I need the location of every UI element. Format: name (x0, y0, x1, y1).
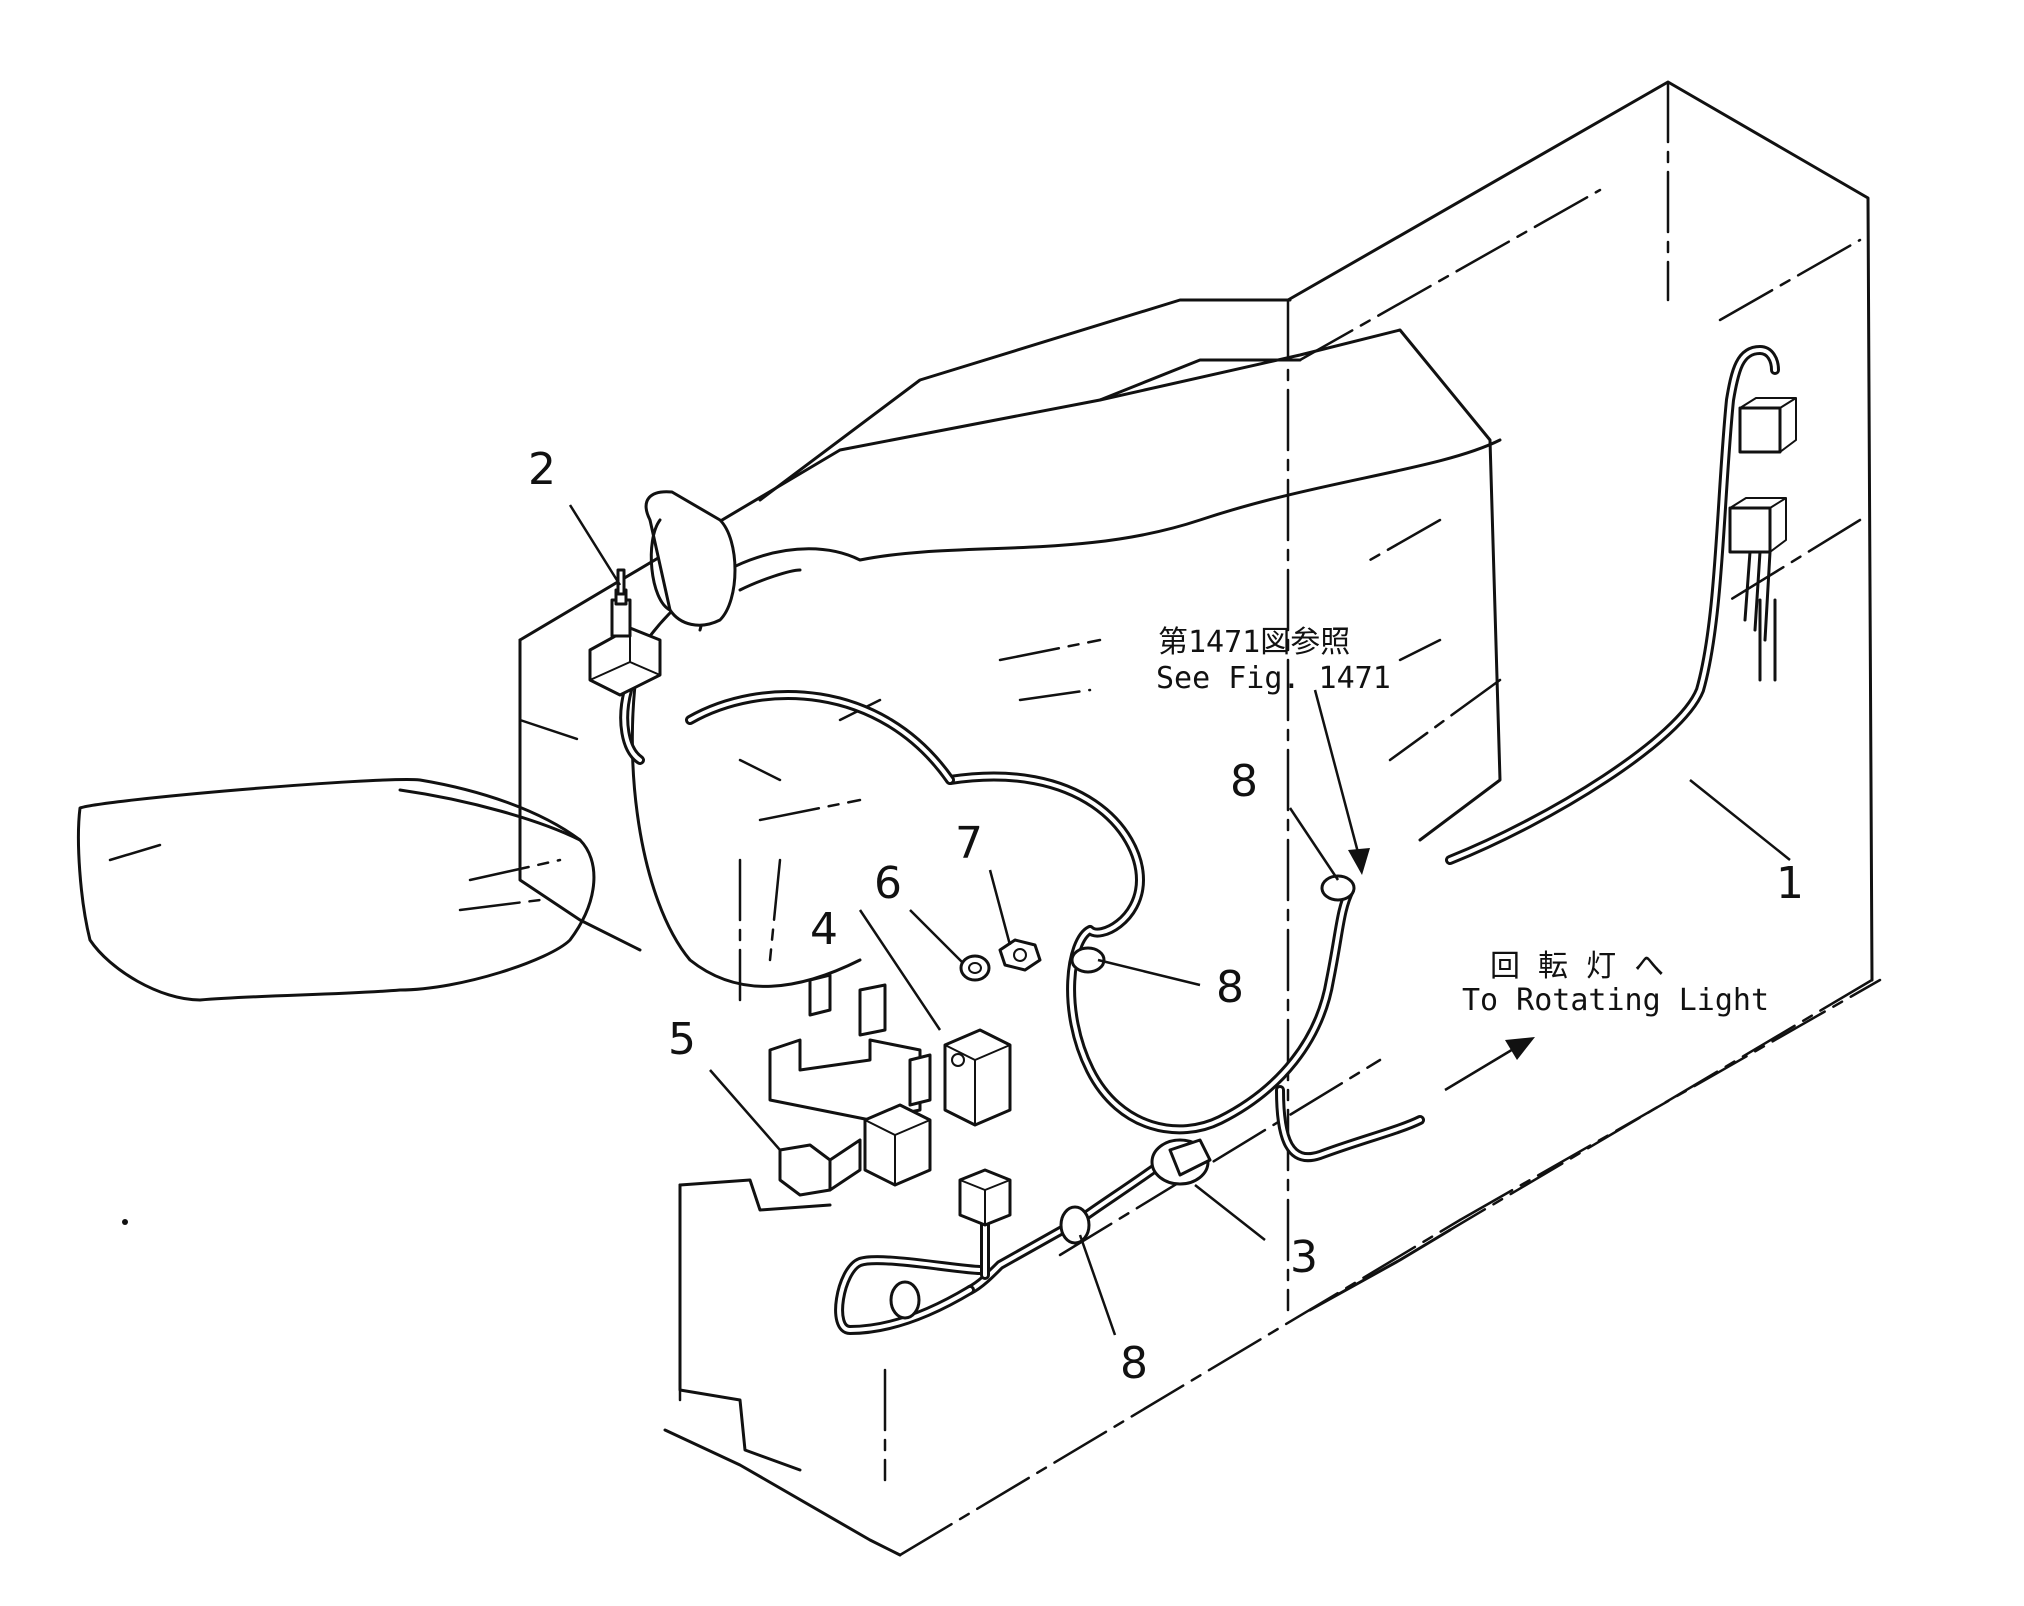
connector-upper (1738, 406, 1782, 454)
callout-3: 3 (1290, 1232, 1318, 1283)
clamp (1070, 946, 1106, 974)
clamp (1320, 874, 1356, 902)
leader-8a (1288, 807, 1340, 881)
washer (959, 954, 991, 982)
leader-3 (1194, 1184, 1266, 1241)
leader-2 (568, 504, 622, 586)
leader-lines (568, 504, 1791, 1336)
cabinet-outline (1286, 80, 1874, 1312)
toggle-switch (588, 568, 662, 697)
callout-1: 1 (1776, 858, 1804, 909)
bolt (778, 1143, 832, 1197)
clamp (1059, 1205, 1091, 1245)
rotating-light-arrow (1444, 1043, 1521, 1092)
see-fig-note-jp: 第1471図参照 (1158, 625, 1350, 660)
rotating-light-note-en: To Rotating Light (1462, 983, 1769, 1018)
leader-5 (709, 1069, 781, 1151)
leader-1 (1689, 779, 1791, 861)
lever-boot (630, 438, 1502, 988)
leader-6 (909, 909, 963, 963)
callout-8-lower: 8 (1120, 1338, 1148, 1389)
harness-connector-pair (1728, 397, 1797, 682)
lower-connector (958, 1168, 1012, 1227)
leader-8b (1097, 958, 1201, 987)
clamps (889, 874, 1356, 1320)
rotating-light-arrowhead (1505, 1037, 1535, 1060)
see-fig-note-en: See Fig. 1471 (1156, 661, 1391, 696)
callout-5: 5 (668, 1014, 696, 1065)
callout-8-middle: 8 (1216, 962, 1244, 1013)
relay (943, 1028, 1012, 1127)
armrest-pad (76, 778, 596, 1002)
callout-7: 7 (955, 818, 983, 869)
grommet (1150, 1138, 1212, 1186)
fig-ref-arrow (1313, 689, 1362, 861)
stray-dot (122, 1219, 128, 1225)
callout-6: 6 (874, 858, 902, 909)
connector-lower (1728, 506, 1772, 554)
clamp (889, 1280, 921, 1320)
rotating-light-note-jp: 回 転 灯 へ (1490, 949, 1664, 984)
leader-7 (988, 869, 1012, 946)
base-panel-outline (663, 978, 1882, 1557)
left-panel-outline (518, 638, 742, 1002)
callout-8-upper: 8 (1230, 756, 1258, 807)
nut (998, 938, 1042, 972)
callout-2: 2 (528, 444, 556, 495)
leader-8c (1078, 1234, 1117, 1336)
callout-4: 4 (810, 904, 838, 955)
leader-4 (858, 909, 942, 1031)
relay-bracket-assembly (768, 938, 1042, 1197)
fig-ref-arrowhead (1348, 848, 1370, 875)
console-body (518, 298, 1502, 842)
